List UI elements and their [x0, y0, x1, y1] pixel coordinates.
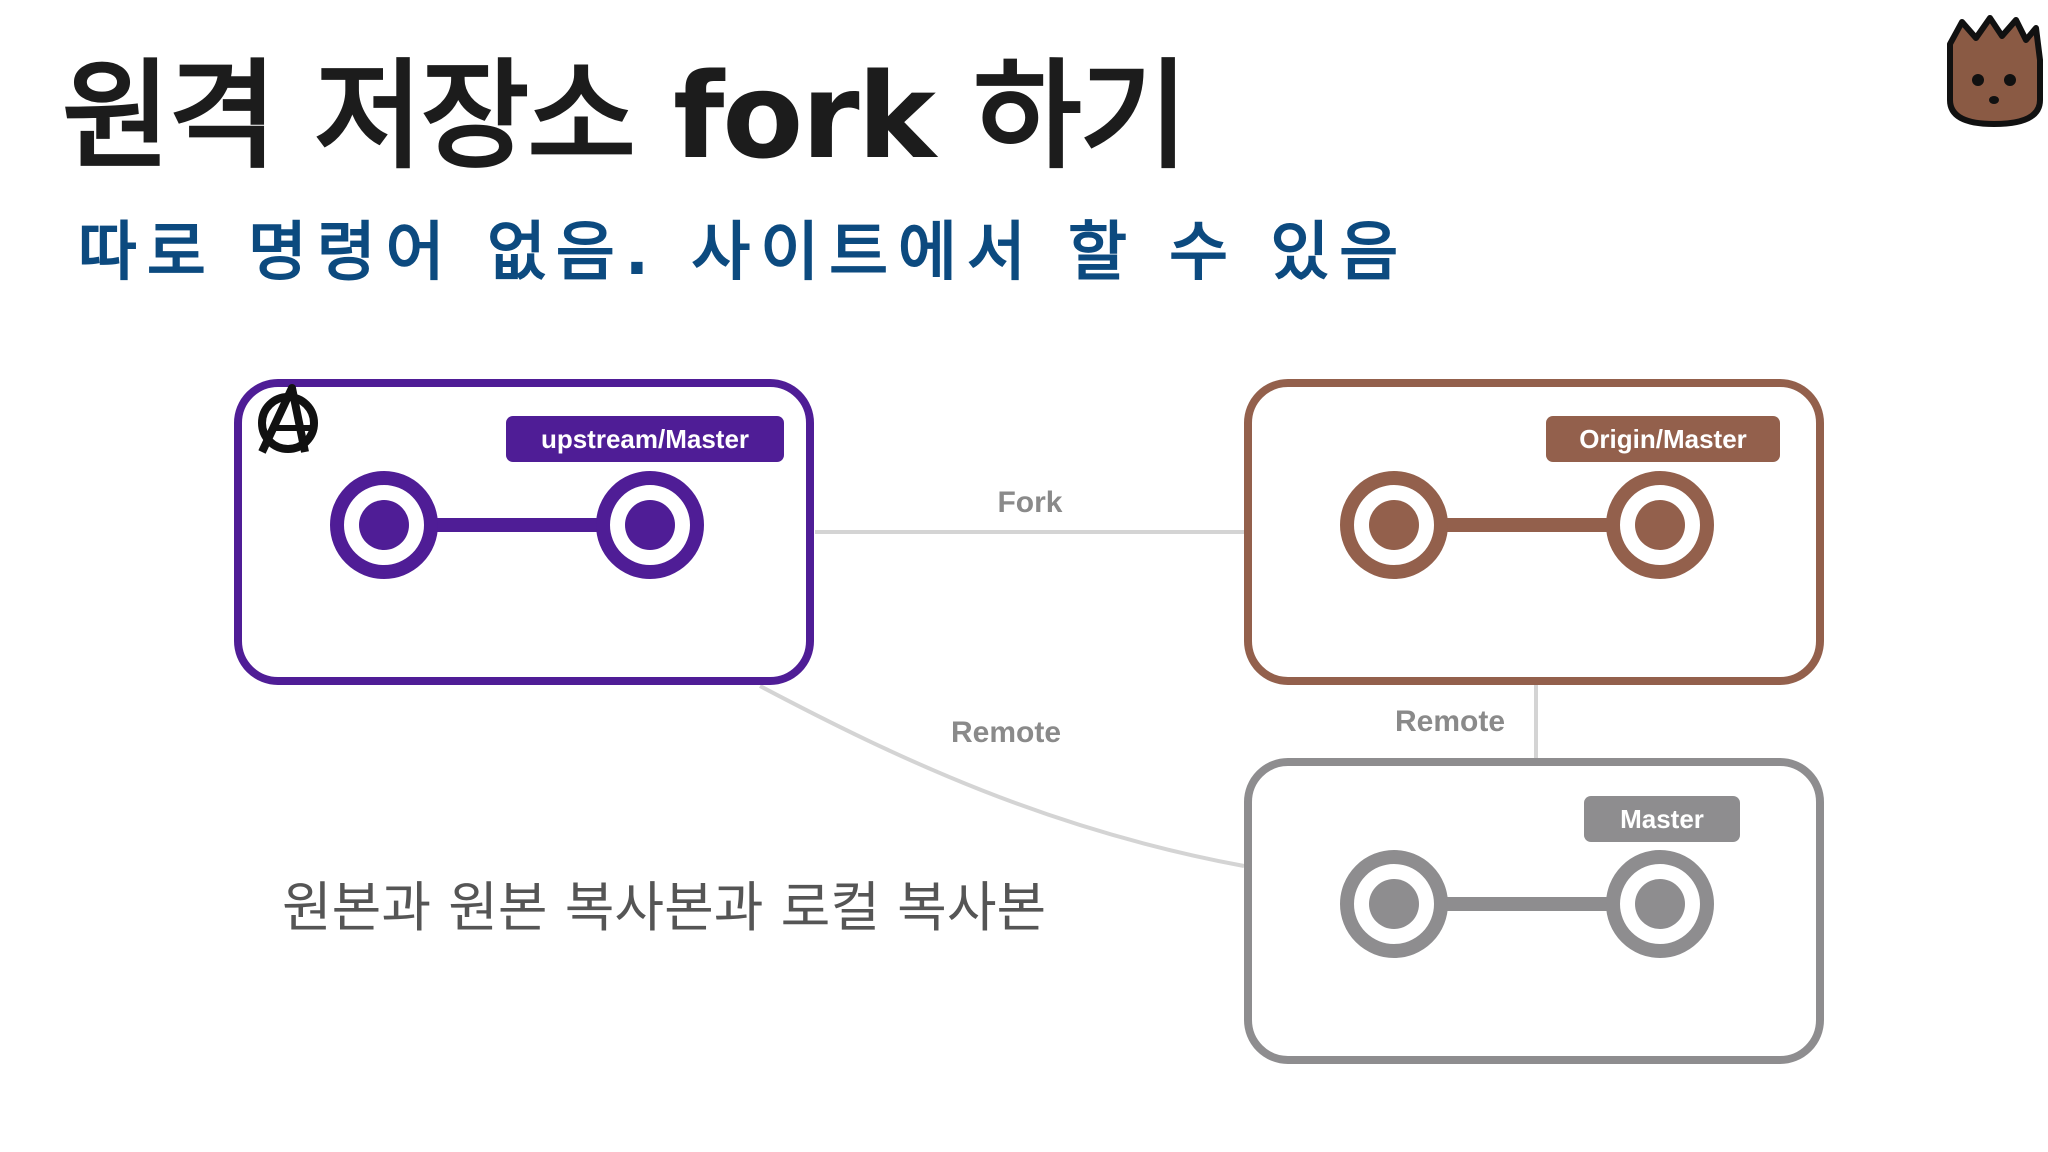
origin-repo: Origin/Master	[1244, 379, 1824, 685]
groot-mascot-icon	[1947, 15, 2043, 127]
slide-subtitle: 따로 명령어 없음. 사이트에서 할 수 있음	[78, 216, 1409, 290]
remote-connector-left	[759, 684, 1245, 868]
local-commit-node-1	[1340, 850, 1448, 958]
upstream-commit-node-2	[596, 471, 704, 579]
avengers-logo-icon	[258, 384, 318, 454]
fork-label: Fork	[997, 486, 1062, 519]
remote-label-right: Remote	[1395, 705, 1505, 738]
slide-title: 원격 저장소 fork 하기	[62, 47, 1188, 185]
local-commit-node-2	[1606, 850, 1714, 958]
upstream-commit-node-1	[330, 471, 438, 579]
remote-label-left: Remote	[951, 716, 1061, 749]
origin-commit-node-2	[1606, 471, 1714, 579]
origin-commit-node-1	[1340, 471, 1448, 579]
upstream-repo: upstream/Master	[234, 379, 814, 685]
local-repo: Master	[1244, 758, 1824, 1064]
local-branch-tag: Master	[1620, 804, 1704, 834]
origin-branch-tag: Origin/Master	[1579, 424, 1747, 454]
upstream-branch-tag: upstream/Master	[541, 424, 749, 454]
diagram-caption: 원본과 원본 복사본과 로컬 복사본	[282, 876, 1047, 939]
